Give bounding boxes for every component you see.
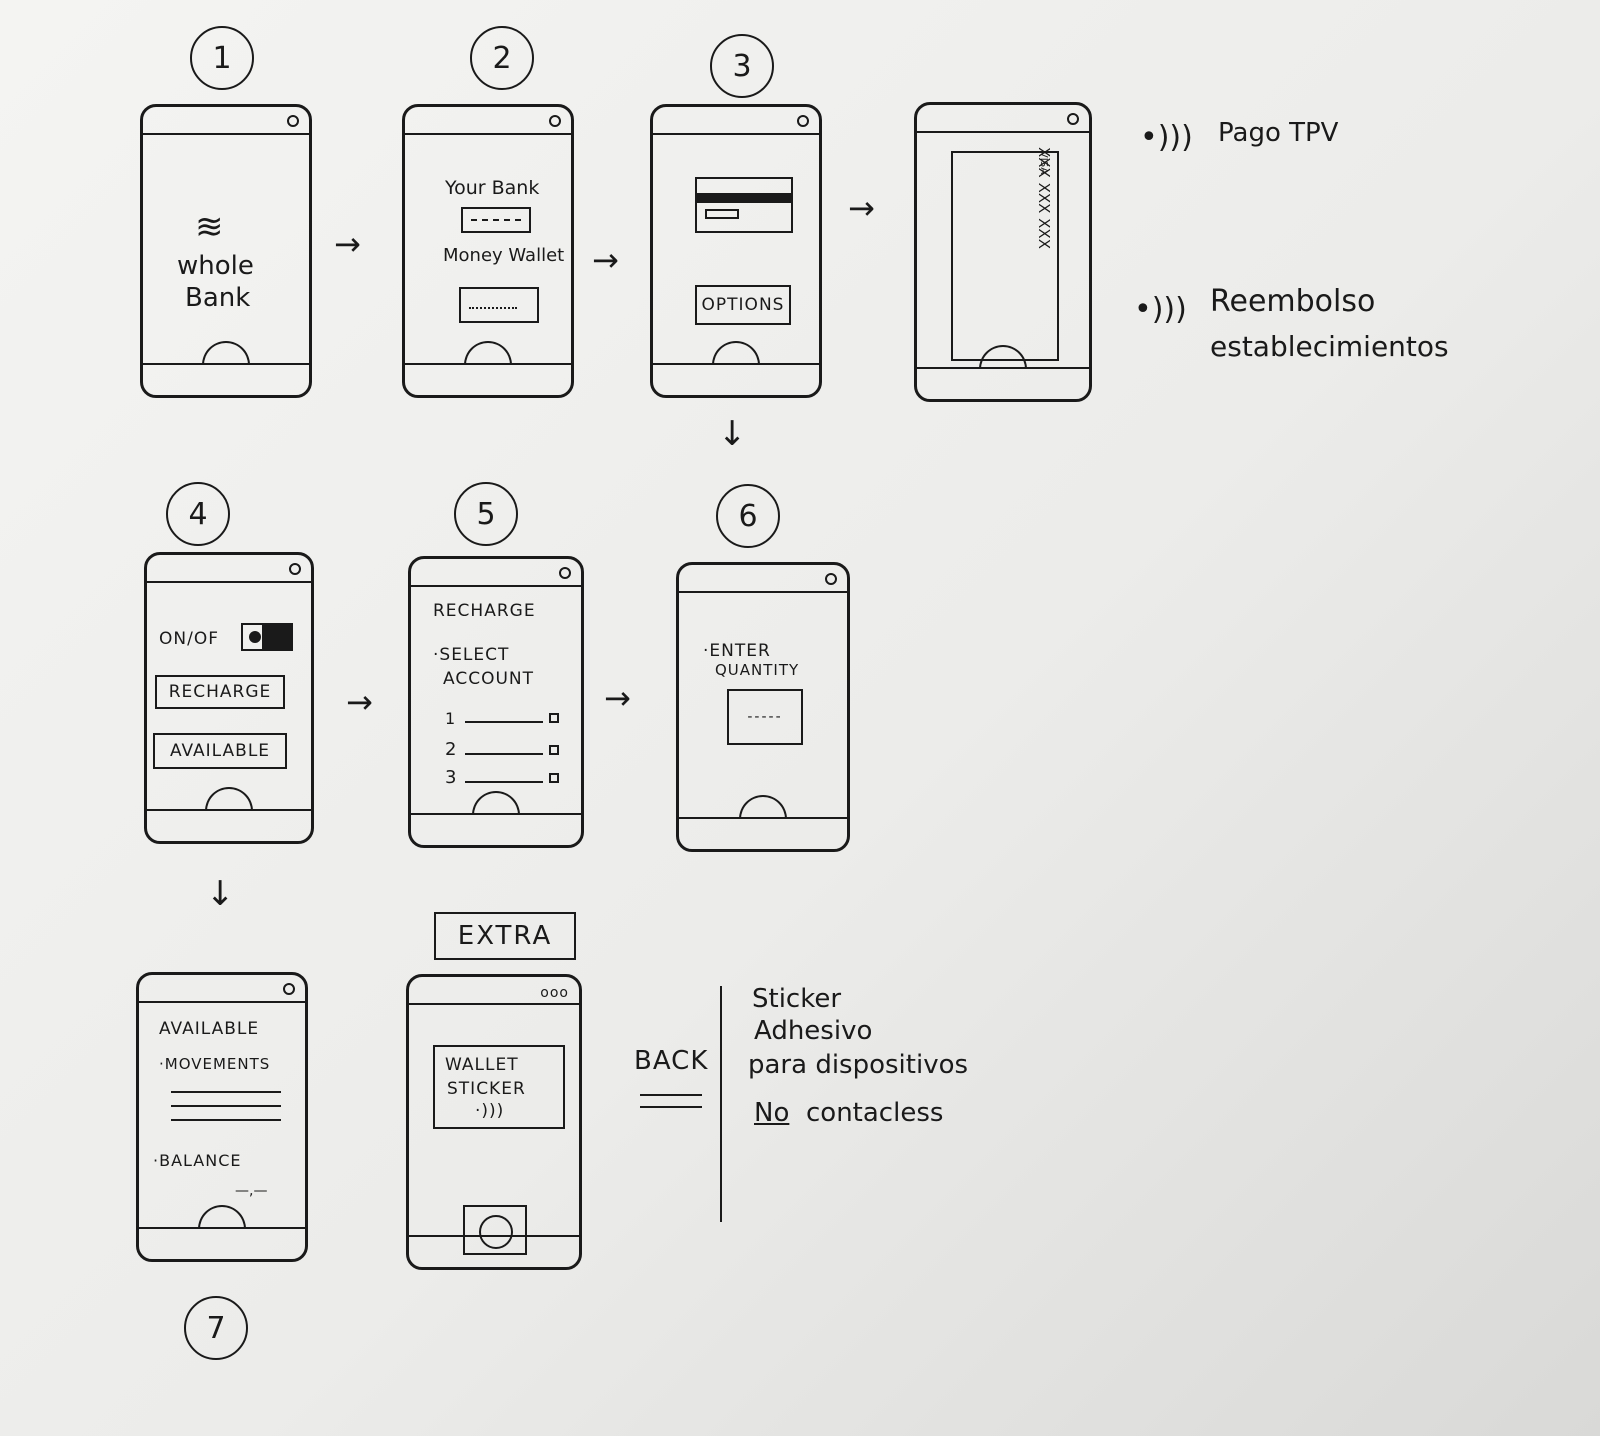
quantity-label: QUANTITY	[715, 661, 800, 679]
account-checkbox-2[interactable]	[549, 745, 559, 755]
step-2-number: 2	[492, 40, 512, 76]
sticker-wave-icon: ·)))	[475, 1101, 505, 1121]
arrow-down-1: ↓	[718, 414, 747, 454]
logo-text-whole: whole	[177, 251, 254, 281]
camera-icon	[283, 983, 295, 995]
phone-extra-sticker: ooo WALLET STICKER ·)))	[406, 974, 582, 1270]
note-establecimientos: establecimientos	[1210, 330, 1449, 363]
note-reembolso: Reembolso	[1210, 284, 1376, 319]
step-4-number: 4	[188, 496, 208, 532]
note-contacless: contacless	[806, 1098, 944, 1128]
phone-screen-2: Your Bank Money Wallet	[402, 104, 574, 398]
step-5-number: 5	[476, 496, 496, 532]
step-3-number: 3	[732, 48, 752, 84]
extra-label: EXTRA	[434, 912, 576, 960]
back-divider	[720, 986, 722, 1222]
step-4-circle: 4	[166, 482, 230, 546]
options-button[interactable]: OPTIONS	[695, 285, 791, 325]
camera-icon	[287, 115, 299, 127]
your-bank-label: Your Bank	[445, 177, 540, 199]
step-1-circle: 1	[190, 26, 254, 90]
available-button[interactable]: AVAILABLE	[153, 733, 287, 769]
money-wallet-card-button[interactable]	[459, 287, 539, 323]
arrow-down-2: ↓	[206, 874, 235, 914]
home-button[interactable]	[464, 341, 512, 365]
step-5-circle: 5	[454, 482, 518, 546]
home-button[interactable]	[205, 787, 253, 811]
account-number-2: 2	[445, 739, 457, 760]
note-no: No	[754, 1098, 790, 1128]
camera-icon	[1067, 113, 1079, 125]
phone-screen-1: ≋ whole Bank	[140, 104, 312, 398]
step-1-number: 1	[212, 40, 232, 76]
account-number-1: 1	[445, 709, 456, 728]
note-pago-tpv: Pago TPV	[1218, 118, 1339, 148]
card-icon[interactable]	[695, 177, 793, 233]
phone-screen-4: ON/OF RECHARGE AVAILABLE	[144, 552, 314, 844]
recharge-button[interactable]: RECHARGE	[155, 675, 285, 709]
account-number-3: 3	[445, 767, 457, 788]
arrow-right-2: →	[592, 241, 619, 279]
account-checkbox-1[interactable]	[549, 713, 559, 723]
phone-screen-3: OPTIONS	[650, 104, 822, 398]
camera-icon	[549, 115, 561, 127]
select-label: ·SELECT	[433, 645, 510, 665]
quantity-input[interactable]: -----	[727, 689, 803, 745]
home-button[interactable]	[739, 795, 787, 819]
sticker-label: STICKER	[447, 1079, 526, 1099]
note-sticker: Sticker	[752, 984, 842, 1014]
home-button[interactable]	[198, 1205, 246, 1229]
phone-screen-5: RECHARGE ·SELECT ACCOUNT 1 2 3	[408, 556, 584, 848]
camera-lens-icon	[463, 1205, 527, 1255]
visa-logo: VISA	[1037, 150, 1049, 175]
nfc-wave-icon: •)))	[1140, 120, 1193, 155]
step-3-circle: 3	[710, 34, 774, 98]
phone-screen-6: ·ENTER QUANTITY -----	[676, 562, 850, 852]
camera-icon	[825, 573, 837, 585]
movements-label: ·MOVEMENTS	[159, 1055, 271, 1073]
arrow-right-5: →	[604, 679, 631, 717]
step-2-circle: 2	[470, 26, 534, 90]
home-button[interactable]	[712, 341, 760, 365]
account-label: ACCOUNT	[443, 669, 534, 689]
camera-icon	[797, 115, 809, 127]
phone-card-view: XXX XXX XXX VISA	[914, 102, 1092, 402]
wallet-label: WALLET	[445, 1055, 519, 1075]
note-para-dispositivos: para dispositivos	[748, 1050, 969, 1080]
note-adhesivo: Adhesivo	[754, 1016, 873, 1046]
wallet-sticker-card[interactable]: WALLET STICKER ·)))	[433, 1045, 565, 1129]
logo-text-bank: Bank	[185, 283, 251, 313]
step-7-circle: 7	[184, 1296, 248, 1360]
step-6-number: 6	[738, 498, 758, 534]
available-title: AVAILABLE	[159, 1019, 260, 1039]
balance-label: ·BALANCE	[153, 1151, 242, 1170]
enter-label: ·ENTER	[703, 641, 771, 661]
home-button[interactable]	[472, 791, 520, 815]
back-label: BACK	[634, 1046, 709, 1076]
bank-logo-icon: ≋	[195, 207, 224, 247]
menu-dots-icon[interactable]: ooo	[540, 985, 569, 1001]
arrow-right-1: →	[334, 225, 361, 263]
step-7-number: 7	[206, 1310, 226, 1346]
camera-icon	[559, 567, 571, 579]
your-bank-card-button[interactable]	[461, 207, 531, 233]
step-6-circle: 6	[716, 484, 780, 548]
on-off-toggle[interactable]	[241, 623, 293, 651]
arrow-right-3: →	[848, 189, 875, 227]
arrow-right-4: →	[346, 683, 373, 721]
account-checkbox-3[interactable]	[549, 773, 559, 783]
phone-screen-7: AVAILABLE ·MOVEMENTS ·BALANCE —,—	[136, 972, 308, 1262]
money-wallet-label: Money Wallet	[443, 245, 565, 266]
balance-value: —,—	[235, 1183, 268, 1199]
home-button[interactable]	[202, 341, 250, 365]
recharge-title: RECHARGE	[433, 601, 536, 621]
nfc-wave-icon-2: •)))	[1134, 292, 1187, 327]
card-vertical: XXX XXX XXX VISA	[951, 147, 1059, 361]
toggle-label: ON/OF	[159, 629, 219, 649]
camera-icon	[289, 563, 301, 575]
